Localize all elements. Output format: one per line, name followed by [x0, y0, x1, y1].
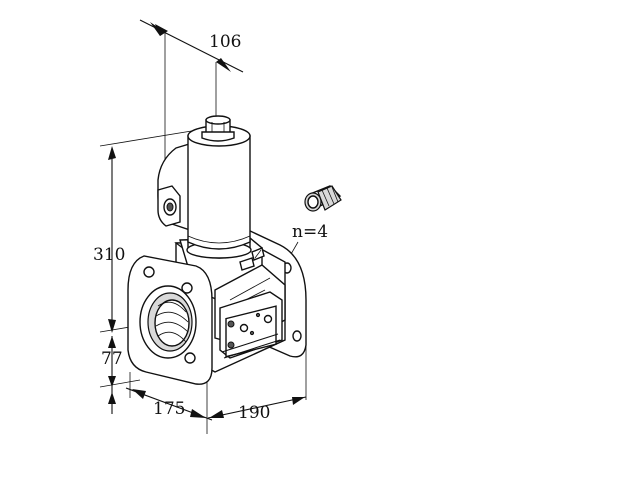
flange-holes-label: n=4: [292, 222, 328, 242]
dimension-top-width: 106: [139, 19, 244, 170]
solenoid-valve-icon: [127, 115, 307, 385]
cable-gland-connector-icon: [304, 185, 342, 212]
dim-175-label: 175: [153, 399, 185, 419]
dimension-depth: 175: [125, 372, 213, 434]
dim-190-label: 190: [238, 403, 270, 423]
dimension-length: 190: [207, 324, 307, 423]
dim-77-label: 77: [101, 349, 123, 369]
dimension-base-height: 77: [99, 336, 141, 414]
dim-106-label: 106: [209, 32, 241, 52]
dim-310-label: 310: [93, 245, 125, 265]
